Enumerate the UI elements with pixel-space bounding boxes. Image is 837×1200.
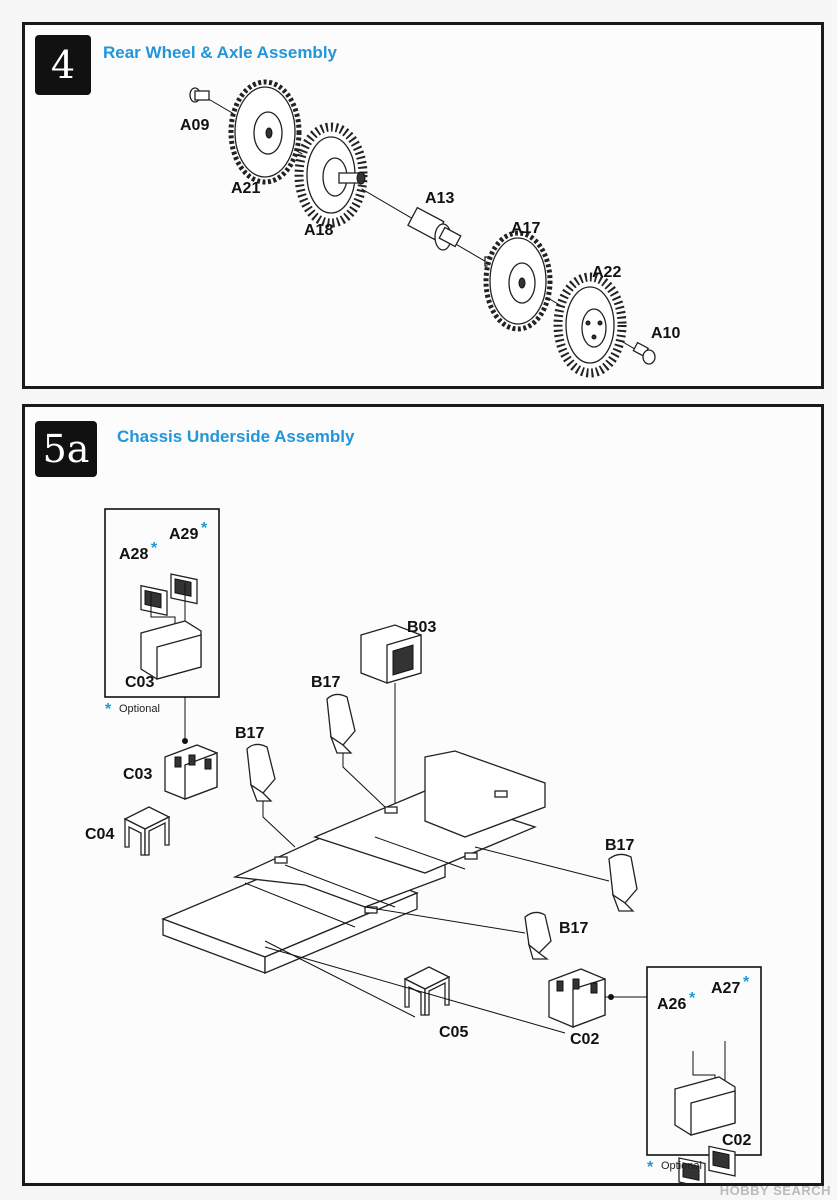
part-b03 bbox=[360, 624, 422, 684]
guide-line bbox=[364, 906, 526, 934]
part-a17-wheel-half bbox=[483, 230, 553, 332]
optional-asterisk: * bbox=[689, 990, 696, 1007]
watermark: HOBBY SEARCH bbox=[719, 1183, 831, 1198]
label-a09: A09 bbox=[180, 117, 209, 134]
part-c05 bbox=[403, 966, 451, 1016]
label-a27: A27 bbox=[711, 980, 740, 997]
part-b17-seat bbox=[246, 743, 276, 802]
label-c03-inset: C03 bbox=[125, 674, 154, 691]
step-title: Rear Wheel & Axle Assembly bbox=[103, 43, 337, 62]
label-a18: A18 bbox=[304, 222, 333, 239]
label-c02: C02 bbox=[570, 1031, 599, 1048]
inset-right-optional-box bbox=[646, 966, 762, 1156]
step-title: Chassis Underside Assembly bbox=[117, 427, 355, 446]
part-c02 bbox=[548, 968, 606, 1028]
part-a13-axle-hub bbox=[407, 206, 462, 251]
part-a22-tire bbox=[553, 272, 627, 378]
optional-asterisk: * bbox=[743, 974, 750, 991]
guide-line bbox=[474, 846, 610, 882]
part-a28-optional bbox=[140, 584, 168, 616]
label-b03: B03 bbox=[407, 619, 436, 636]
label-c04: C04 bbox=[85, 826, 114, 843]
part-b17-seat bbox=[524, 911, 552, 960]
label-c03: C03 bbox=[123, 766, 152, 783]
step-number-badge: 4 bbox=[35, 35, 91, 95]
guide-line bbox=[264, 946, 566, 1034]
optional-asterisk: * bbox=[105, 701, 112, 718]
optional-note: Optional bbox=[661, 1160, 702, 1172]
label-a13: A13 bbox=[425, 190, 454, 207]
optional-asterisk: * bbox=[201, 520, 208, 537]
label-c02-inset: C02 bbox=[722, 1132, 751, 1149]
part-a21-wheel-half bbox=[228, 79, 302, 185]
label-a17: A17 bbox=[511, 220, 540, 237]
step-4-panel: 4 Rear Wheel & Axle Assembly bbox=[22, 22, 824, 389]
optional-note: Optional bbox=[119, 703, 160, 715]
connector-dot bbox=[182, 738, 188, 744]
label-a28: A28 bbox=[119, 546, 148, 563]
part-a26-optional bbox=[678, 1157, 706, 1183]
part-b17-seat bbox=[608, 853, 638, 912]
label-a22: A22 bbox=[592, 264, 621, 281]
chassis-underside-diagram: A28 * A29 * C03 * Optional C03 C04 bbox=[85, 508, 762, 1183]
part-c03 bbox=[164, 744, 218, 800]
part-a29-optional bbox=[170, 573, 198, 605]
label-a21: A21 bbox=[231, 180, 260, 197]
guide-line bbox=[342, 753, 386, 808]
part-a09-pin bbox=[189, 87, 210, 103]
chassis-frame bbox=[161, 750, 546, 974]
part-c03-inset bbox=[140, 620, 202, 680]
optional-asterisk: * bbox=[151, 540, 158, 557]
part-a10-bolt bbox=[632, 341, 656, 365]
label-b17: B17 bbox=[559, 920, 588, 937]
label-a10: A10 bbox=[651, 325, 680, 342]
label-a29: A29 bbox=[169, 526, 198, 543]
label-c05: C05 bbox=[439, 1024, 468, 1041]
step-5a-panel: 5a Chassis Underside Assembly A28 * A29 … bbox=[22, 404, 824, 1186]
label-a26: A26 bbox=[657, 996, 686, 1013]
step-number-badge: 5a bbox=[35, 421, 97, 477]
guide-line bbox=[264, 940, 416, 1018]
part-c04 bbox=[123, 806, 171, 856]
guide-line bbox=[262, 801, 296, 848]
rear-wheel-axle-diagram: A09 A21 A18 A13 A17 A22 A10 bbox=[180, 79, 680, 378]
optional-asterisk: * bbox=[647, 1159, 654, 1176]
label-b17: B17 bbox=[235, 725, 264, 742]
connector-dot bbox=[608, 994, 614, 1000]
label-b17: B17 bbox=[605, 837, 634, 854]
label-b17: B17 bbox=[311, 674, 340, 691]
part-a18-tire bbox=[294, 122, 368, 228]
inset-left-optional-box bbox=[104, 508, 220, 698]
part-a27-optional bbox=[708, 1145, 736, 1177]
part-c02-inset bbox=[674, 1076, 736, 1136]
part-b17-seat bbox=[326, 693, 356, 754]
